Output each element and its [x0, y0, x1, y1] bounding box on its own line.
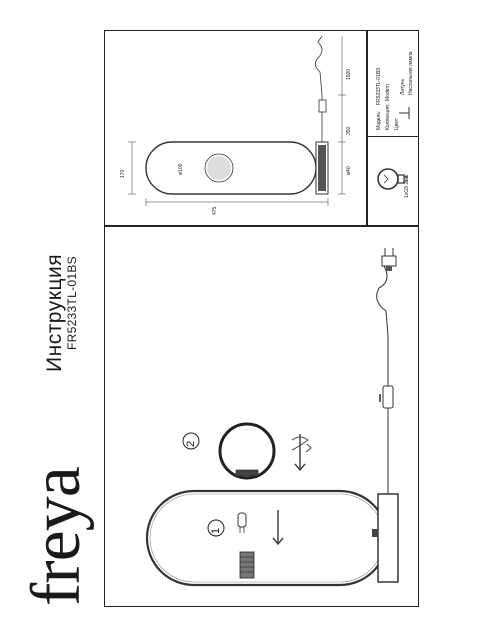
step-1-label: 1 — [210, 527, 222, 534]
page-title: Инструкция — [43, 253, 66, 372]
table-lamp-icon — [399, 107, 410, 119]
spec-type-value: Настольная лампа — [408, 51, 414, 95]
bulb-spec: 1xG9 25W — [404, 174, 410, 198]
dim-length: 475 — [212, 206, 218, 215]
assembly-illustration — [145, 248, 399, 587]
specs-divider — [367, 136, 419, 137]
brand-logo: freya — [18, 467, 95, 606]
dim-height: 170 — [120, 169, 126, 178]
dimension-panel — [104, 30, 367, 226]
spec-model-label: Модель: — [376, 110, 382, 130]
dim-cord: 1500 — [346, 68, 352, 80]
spec-model-value: FR5233TL-01BS — [376, 67, 382, 105]
dim-mount: 350 — [346, 126, 352, 135]
bulb-icon — [377, 168, 408, 190]
dim-base: ø40 — [346, 166, 352, 175]
spec-collection-value: Modern — [385, 84, 391, 101]
plug-icon — [381, 248, 397, 271]
socket-icon — [239, 551, 255, 579]
lamp-base — [377, 493, 399, 583]
lamp-frame-oval — [145, 489, 389, 587]
spec-color-value: Латунь — [400, 78, 406, 95]
spec-collection-label: Коллекция: — [385, 103, 391, 130]
g9-bulb-icon — [237, 512, 247, 533]
dimension-drawing — [128, 35, 346, 206]
switch-icon — [382, 385, 394, 409]
specs-panel — [367, 30, 419, 226]
dim-globe: ø100 — [178, 163, 184, 175]
glass-globe — [218, 422, 276, 480]
step-2-label: 2 — [185, 440, 197, 447]
model-code: FR5233TL-01BS — [65, 256, 79, 350]
power-cord — [376, 255, 390, 494]
twist-arrow-icon — [291, 434, 312, 472]
assembly-panel — [104, 226, 419, 607]
arrow-down-icon — [272, 510, 284, 546]
